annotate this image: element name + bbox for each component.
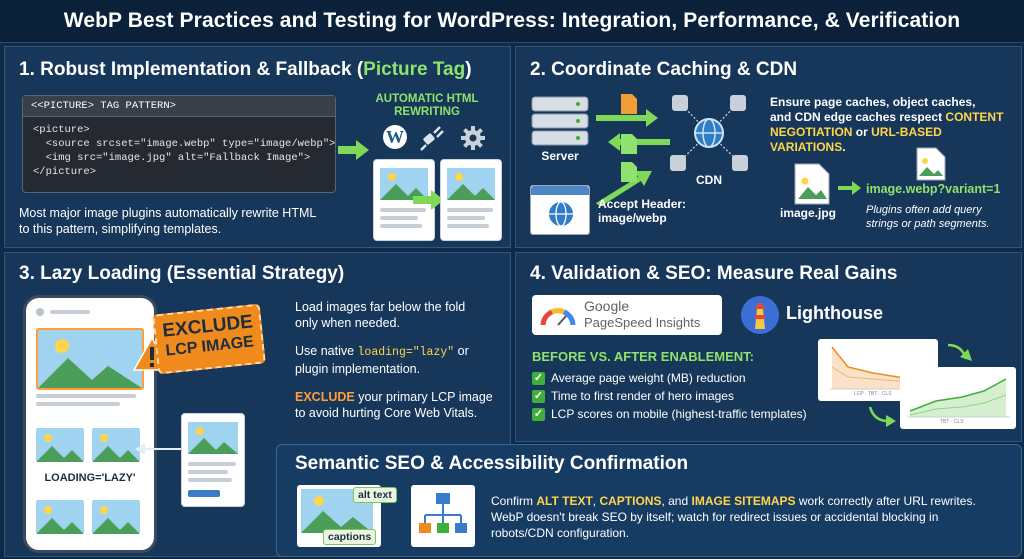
section-3-title: 3. Lazy Loading (Essential Strategy): [19, 263, 345, 284]
arrow-up-right-icon: [596, 171, 652, 205]
lazy-image: [36, 428, 84, 462]
checkmark-icon: ✓: [532, 371, 545, 385]
arrow-right-icon: [838, 181, 861, 195]
arrow-right-icon: [338, 140, 369, 160]
lcp-hero-image: [36, 328, 144, 390]
captions-tag: captions: [323, 529, 377, 545]
alt-text-tag: alt text: [353, 487, 397, 503]
section-2-description: Ensure page caches, object caches, and C…: [770, 95, 1004, 154]
globe-icon: [549, 201, 573, 227]
webp-variant-url: image.webp?variant=1: [866, 182, 1001, 196]
code-line: <source srcset="image.webp" type="image/…: [33, 138, 336, 150]
curved-arrow-icon: [868, 406, 896, 427]
chart-legend: LCP · TBT · CLS: [854, 391, 892, 397]
arrow-left-icon: [135, 443, 183, 455]
cdn-label: CDN: [696, 173, 722, 187]
browser-window: [530, 185, 590, 235]
file-orange-icon: [621, 94, 637, 114]
page-before: [373, 159, 435, 241]
exchange-arrows-icon: [596, 109, 670, 151]
section-semantic-seo: Semantic SEO & Accessibility Confirmatio…: [276, 444, 1022, 557]
image-thumbnail: [447, 168, 495, 200]
lazy-image: [92, 500, 140, 534]
before-after-heading: BEFORE VS. AFTER ENABLEMENT:: [532, 349, 754, 364]
code-header: <<PICTURE> TAG PATTERN>: [23, 96, 335, 117]
webp-file-icon: [916, 147, 946, 181]
checklist-item: ✓Time to first render of hero images: [532, 389, 734, 403]
image-with-metadata: alt text captions: [297, 485, 397, 547]
offscreen-card: [181, 413, 245, 507]
curved-arrow-icon: [947, 343, 972, 361]
code-line: <picture>: [33, 124, 90, 136]
page-title: WebP Best Practices and Testing for Word…: [63, 9, 961, 32]
gear-icon: [461, 126, 485, 150]
speed-gauge-icon: [540, 307, 576, 326]
section-5-text: Confirm ALT TEXT, CAPTIONS, and IMAGE SI…: [491, 494, 976, 540]
chart-after: TBT · CLS: [900, 367, 1016, 429]
section-implementation: 1. Robust Implementation & Fallback (Pic…: [4, 46, 511, 248]
title-bar: WebP Best Practices and Testing for Word…: [0, 0, 1024, 43]
section-1-description: Most major image plugins automatically r…: [19, 206, 317, 236]
arrow-right-icon: [413, 190, 444, 210]
checkmark-icon: ✓: [532, 407, 545, 421]
plug-icon: [420, 126, 444, 151]
pagespeed-badge: Google PageSpeed Insights: [532, 295, 722, 335]
image-thumbnail: [188, 422, 238, 454]
section-validation: 4. Validation & SEO: Measure Real Gains …: [515, 252, 1022, 442]
jpg-file-icon: [794, 163, 830, 205]
lazy-loading-label: LOADING='LAZY': [44, 472, 136, 484]
code-line: <img src="image.jpg" alt="Fallback Image…: [33, 152, 311, 164]
file-green-icon: [621, 134, 637, 154]
validation-checklist: ✓Average page weight (MB) reduction ✓Tim…: [532, 371, 832, 425]
jpg-filename: image.jpg: [780, 206, 837, 220]
phone-mockup: LOADING='LAZY': [23, 295, 157, 553]
chart-legend: TBT · CLS: [940, 419, 964, 425]
section-5-title: Semantic SEO & Accessibility Confirmatio…: [295, 453, 689, 474]
server-label: Server: [541, 149, 579, 163]
accept-header-label: Accept Header:image/webp: [598, 197, 687, 225]
page-after: [440, 159, 502, 241]
sitemap-icon: [419, 493, 467, 533]
lighthouse-label: Lighthouse: [786, 303, 883, 323]
server-icon: [531, 96, 589, 146]
wordpress-icon: W: [383, 125, 407, 149]
section-1-title: 1. Robust Implementation & Fallback (Pic…: [19, 59, 472, 80]
sitemap-card: [411, 485, 475, 547]
psi-google: Google: [584, 298, 630, 314]
section-caching: 2. Coordinate Caching & CDN Server CDN A…: [515, 46, 1022, 248]
file-green-icon: [621, 162, 637, 182]
cdn-network-icon: [670, 95, 748, 171]
code-snippet: <<PICTURE> TAG PATTERN> <picture> <sourc…: [22, 95, 336, 193]
exclude-lcp-badge: EXCLUDE LCP IMAGE: [152, 303, 266, 375]
psi-name: PageSpeed Insights: [584, 315, 701, 330]
lazy-image: [92, 428, 140, 462]
code-line: </picture>: [33, 166, 97, 178]
section-2-title: 2. Coordinate Caching & CDN: [530, 59, 798, 80]
checklist-item: ✓LCP scores on mobile (highest-traffic t…: [532, 407, 807, 421]
checkmark-icon: ✓: [532, 389, 545, 403]
lighthouse-icon: [741, 296, 779, 334]
section-4-title: 4. Validation & SEO: Measure Real Gains: [530, 263, 898, 284]
lazy-image: [36, 500, 84, 534]
checklist-item: ✓Average page weight (MB) reduction: [532, 371, 746, 385]
